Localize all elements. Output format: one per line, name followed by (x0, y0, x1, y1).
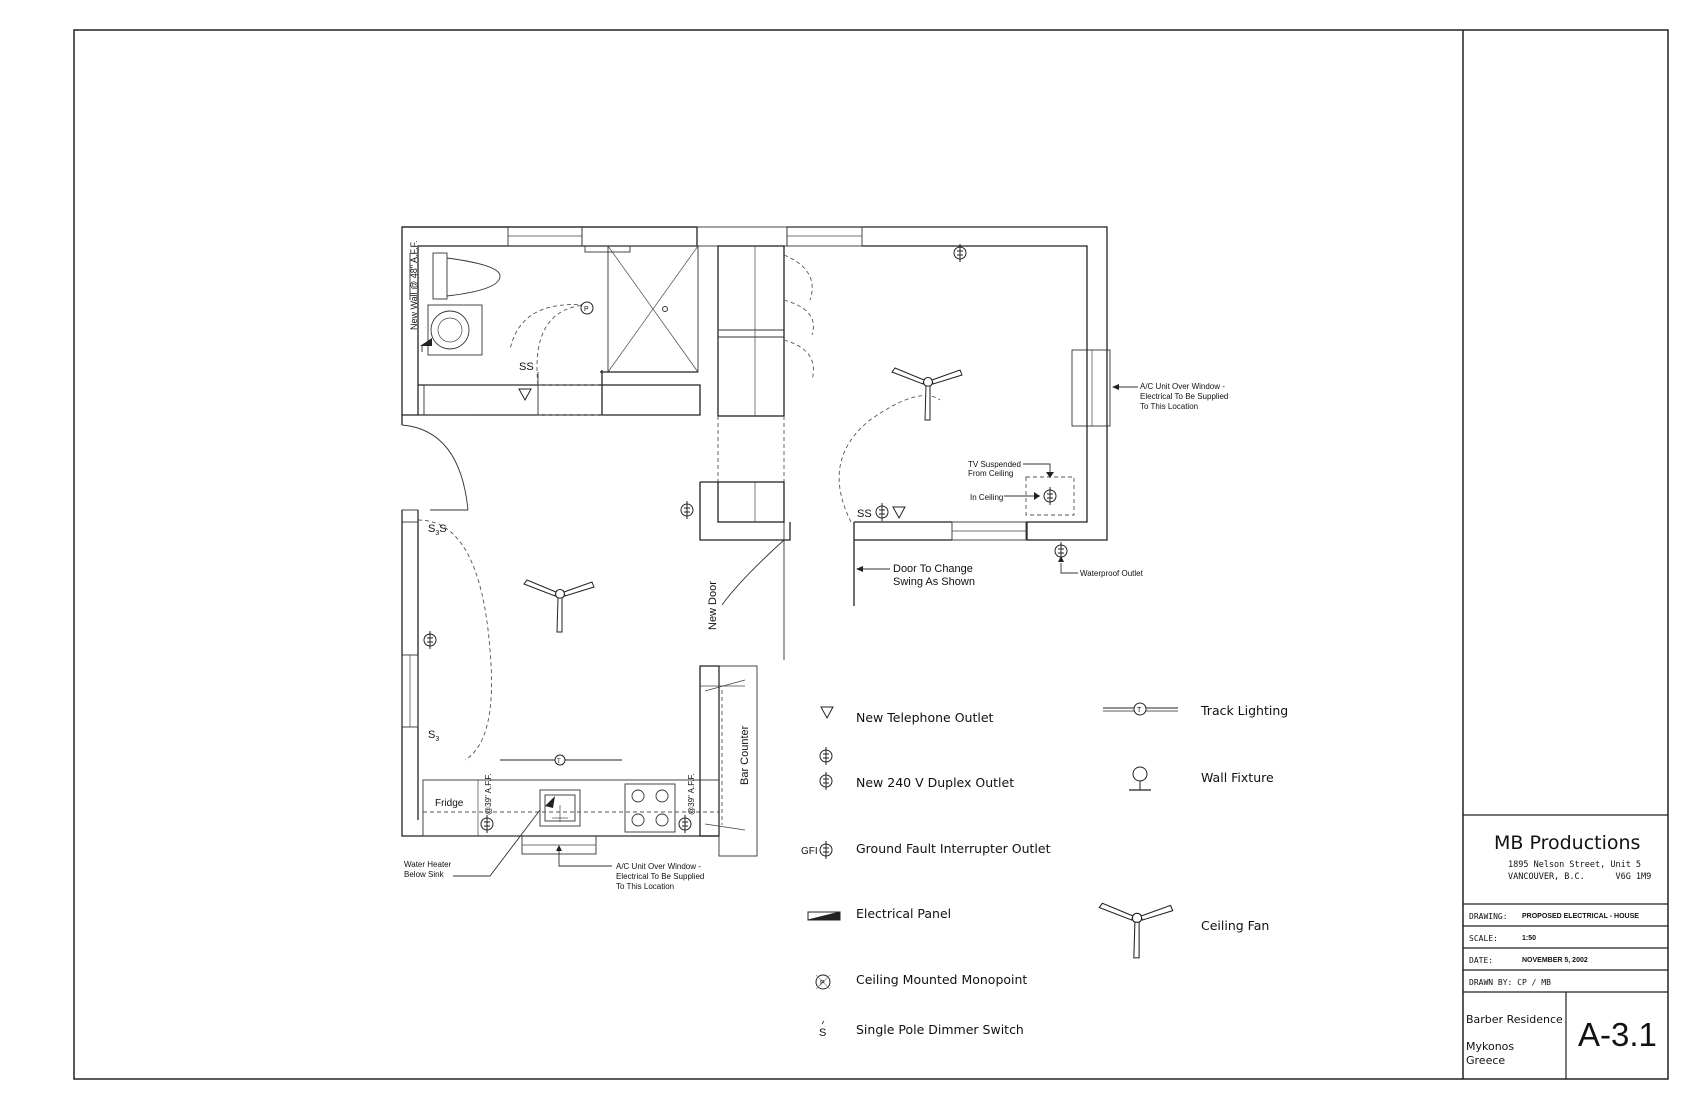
project-name: Barber Residence (1466, 1013, 1563, 1026)
electrical-panel-icon (807, 911, 841, 921)
duplex-outlet-kitchen-left (480, 814, 494, 834)
counter-aff-label: @39" A.F.F. (687, 773, 696, 815)
dimmer-switch-icon: S (819, 1020, 826, 1039)
track-lighting-icon: T (1103, 702, 1178, 716)
water-heater-label-2: Below Sink (404, 870, 445, 879)
duplex-outlet-bedroom-top (953, 243, 967, 263)
legend-monopoint: P Ceiling Mounted Monopoint (815, 972, 1027, 990)
date-value: NOVEMBER 5, 2002 (1522, 957, 1588, 964)
legend-telephone: New Telephone Outlet (820, 706, 994, 725)
legend-ceiling-fan-label: Ceiling Fan (1201, 918, 1269, 933)
legend-ceiling-fan: Ceiling Fan (1098, 902, 1269, 959)
waterproof-label: Waterproof Outlet (1080, 569, 1144, 578)
gfi-prefix: GFI (801, 846, 818, 857)
bedroom-switch: SS (857, 508, 872, 520)
legend-track-label: Track Lighting (1200, 703, 1288, 718)
door-change-label-2: Swing As Shown (893, 576, 975, 588)
legend-panel: Electrical Panel (807, 906, 951, 921)
svg-text:S: S (819, 1027, 826, 1039)
legend-gfi-label: Ground Fault Interrupter Outlet (856, 841, 1051, 856)
telephone-outlet-icon (820, 706, 834, 719)
legend-wall-fixture-label: Wall Fixture (1201, 770, 1274, 785)
svg-text:T: T (1137, 707, 1142, 714)
legend-duplex-label: New 240 V Duplex Outlet (856, 775, 1014, 790)
ceiling-fan-living (523, 579, 595, 633)
legend-dimmer: S Single Pole Dimmer Switch (819, 1020, 1024, 1039)
legend-monopoint-label: Ceiling Mounted Monopoint (856, 972, 1027, 987)
fridge-aff-label: @39" A.F.F. (484, 773, 493, 815)
ceiling-fan-icon (1098, 902, 1174, 959)
tv-label-2: From Ceiling (968, 469, 1013, 478)
in-ceiling-label: In Ceiling (970, 493, 1003, 502)
sheet-border (73, 29, 1669, 1080)
scale-value: 1:50 (1522, 935, 1536, 942)
svg-text:P: P (584, 306, 589, 313)
door-change-label-1: Door To Change (893, 563, 973, 575)
legend-panel-label: Electrical Panel (856, 906, 951, 921)
legend: New Telephone Outlet New 240 V Duplex Ou… (801, 702, 1288, 1039)
ac-south-label-3: To This Location (616, 882, 674, 891)
duplex-outlet-bedroom (875, 502, 889, 522)
project-location-1: Mykonos (1466, 1040, 1514, 1053)
ac-east-label-3: To This Location (1140, 402, 1198, 411)
ac-east-label-2: Electrical To Be Supplied (1140, 392, 1228, 401)
monopoint-symbol-plan: P (580, 301, 594, 315)
gfi-outlet-icon (819, 840, 833, 860)
ceiling-fan-bedroom (891, 367, 963, 421)
bath-switch: SS (519, 361, 534, 373)
telephone-outlet-bath (518, 388, 532, 401)
duplex-outlet-ceiling (1043, 486, 1057, 506)
duplex-outlet-icon (819, 746, 833, 766)
drawing-value: PROPOSED ELECTRICAL - HOUSE (1522, 913, 1639, 920)
drawn-by: DRAWN BY: CP / MB (1469, 978, 1551, 987)
legend-wall-fixture: Wall Fixture (1129, 766, 1274, 791)
fridge-label: Fridge (435, 798, 464, 809)
telephone-outlet-bedroom (892, 506, 906, 519)
monopoint-icon: P (815, 974, 831, 990)
scale-label: SCALE: (1469, 934, 1498, 943)
wall-fixture-icon (1129, 766, 1151, 791)
company-name: MB Productions (1494, 832, 1640, 854)
duplex-outlet-kitchen-right (678, 814, 692, 834)
ac-south-label-1: A/C Unit Over Window - (616, 862, 701, 871)
date-label: DATE: (1469, 956, 1493, 965)
legend-duplex: New 240 V Duplex Outlet (819, 746, 1014, 791)
water-heater-label-1: Water Heater (404, 860, 452, 869)
svg-text:P: P (820, 980, 825, 987)
switch-s3-bottom: S3 (428, 729, 439, 743)
plan-annotations: A/C Unit Over Window - Electrical To Be … (404, 382, 1228, 891)
duplex-outlet-left (423, 630, 437, 650)
company-address-1: 1895 Nelson Street, Unit 5 (1508, 860, 1641, 870)
new-wall-label: New Wall @ 48" A.F.F. (409, 240, 419, 330)
legend-dimmer-label: Single Pole Dimmer Switch (856, 1022, 1024, 1037)
ac-south-label-2: Electrical To Be Supplied (616, 872, 704, 881)
legend-gfi: GFI Ground Fault Interrupter Outlet (801, 840, 1051, 860)
project-location-2: Greece (1466, 1054, 1505, 1067)
bar-counter-label: Bar Counter (739, 725, 751, 785)
floor-plan: P SS New Wall @ 48" A.F.F. (401, 226, 1111, 857)
legend-track: T Track Lighting (1103, 702, 1288, 718)
legend-telephone-label: New Telephone Outlet (856, 710, 994, 725)
svg-text:T: T (557, 759, 561, 765)
new-door-label: New Door (707, 581, 719, 630)
sheet-number: A-3.1 (1578, 1016, 1657, 1053)
track-lighting-plan: T (500, 754, 622, 766)
company-address-2: VANCOUVER, B.C. V6G 1M9 (1508, 872, 1651, 882)
tv-label-1: TV Suspended (968, 460, 1021, 469)
drawing-label: DRAWING: (1469, 912, 1508, 921)
ac-east-label-1: A/C Unit Over Window - (1140, 382, 1225, 391)
switch-s3-top: S3S (428, 523, 447, 537)
duplex-outlet-center (680, 500, 694, 520)
